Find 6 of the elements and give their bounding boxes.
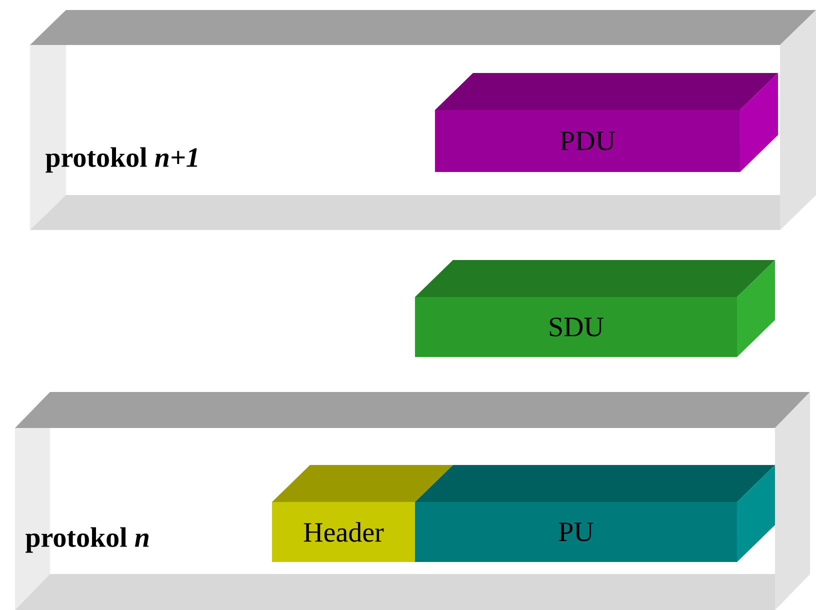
block-drawing: Header [272, 465, 453, 562]
node-label: protokol n+1 [46, 147, 198, 173]
block-drawing: PU [415, 465, 775, 562]
block-drawing: PDU [435, 73, 778, 172]
block-drawing: SDU [415, 260, 775, 357]
node-label: protokol n [26, 527, 149, 553]
